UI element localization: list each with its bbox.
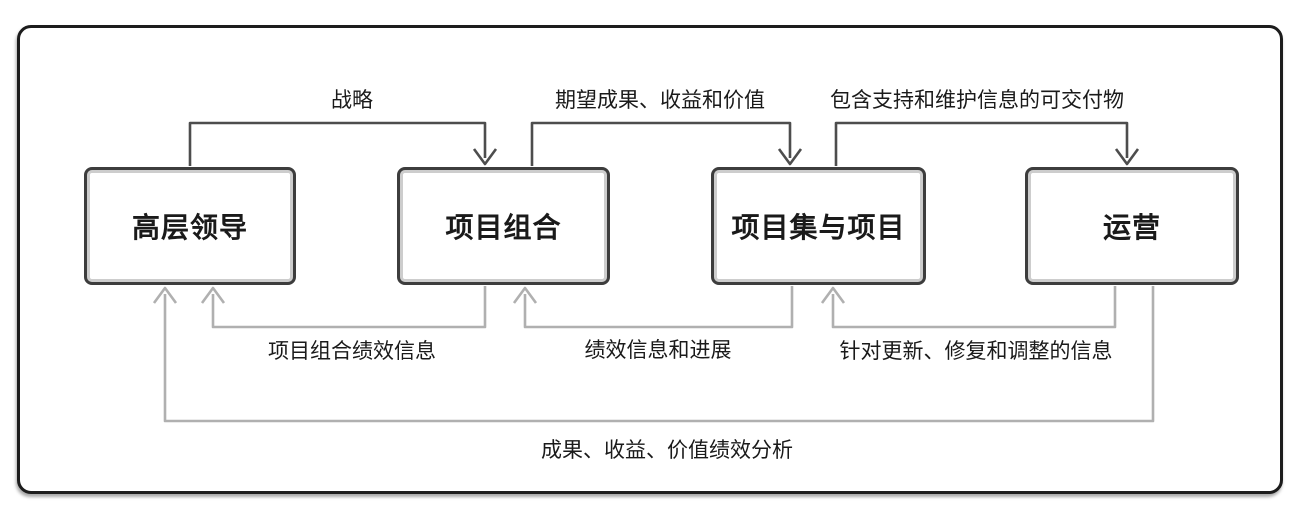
arrow-expected-outcomes-line [530, 121, 792, 166]
box-programs-projects: 项目集与项目 [711, 167, 926, 285]
arrow-performance-progress-line [523, 286, 794, 329]
flow-label-performance-progress: 绩效信息和进展 [584, 339, 732, 362]
box-portfolio-label: 项目组合 [445, 212, 562, 243]
box-portfolio: 项目组合 [397, 167, 610, 285]
flow-label-portfolio-performance: 项目组合绩效信息 [268, 340, 436, 363]
arrow-performance-progress-head [512, 286, 538, 304]
arrow-strategy-head [472, 148, 498, 166]
arrow-portfolio-performance-head [200, 286, 226, 304]
arrow-deliverables-line [834, 121, 1129, 166]
box-senior-leadership: 高层领导 [84, 167, 296, 285]
arrow-deliverables-head [1114, 148, 1140, 166]
arrow-expected-outcomes-head [777, 148, 803, 166]
box-programs-projects-label: 项目集与项目 [731, 212, 906, 243]
flow-label-deliverables: 包含支持和维护信息的可交付物 [830, 89, 1124, 112]
flow-label-expected-outcomes: 期望成果、收益和价值 [555, 89, 765, 112]
flow-label-strategy: 战略 [331, 89, 373, 112]
arrow-updates-fixes-line [831, 286, 1117, 329]
flow-label-updates-fixes: 针对更新、修复和调整的信息 [839, 340, 1113, 363]
box-senior-leadership-label: 高层领导 [131, 212, 248, 243]
arrow-strategy-line [188, 121, 487, 166]
arrow-value-analysis-line [163, 286, 1155, 423]
box-operations-label: 运营 [1102, 212, 1161, 243]
flow-label-value-analysis: 成果、收益、价值绩效分析 [541, 439, 793, 462]
arrow-value-analysis-head [152, 286, 178, 304]
arrow-portfolio-performance-line [211, 286, 487, 329]
arrow-updates-fixes-head [820, 286, 846, 304]
box-operations: 运营 [1025, 167, 1239, 285]
